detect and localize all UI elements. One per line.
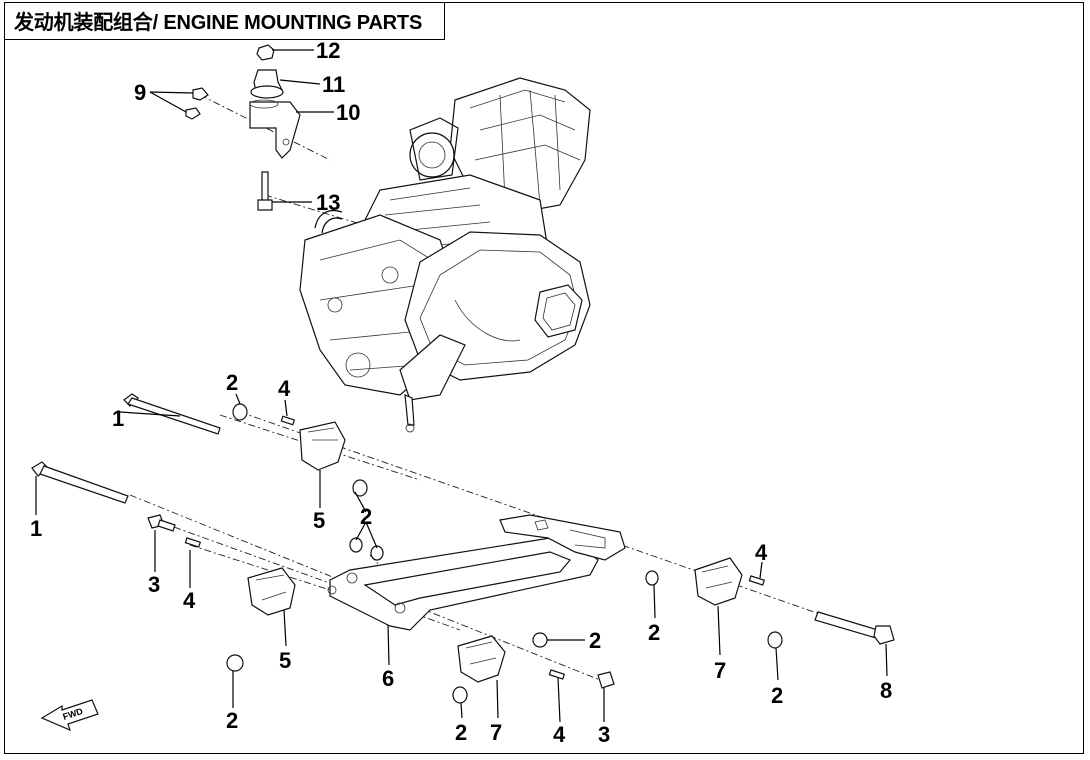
callout-5: 5 xyxy=(313,508,325,533)
callout-4: 4 xyxy=(553,722,566,747)
upper-mount-parts xyxy=(185,44,301,211)
callout-7: 7 xyxy=(714,658,726,683)
callout-8: 8 xyxy=(880,678,892,703)
callout-2: 2 xyxy=(226,370,238,395)
callout-numbers: 12 11 10 9 13 2 4 1 1 5 2 3 4 5 2 6 2 2 … xyxy=(30,38,892,747)
engine-assembly xyxy=(299,77,591,433)
rubber-mounts xyxy=(247,421,743,683)
callout-13: 13 xyxy=(316,190,340,215)
leader-lines xyxy=(35,49,888,723)
diagram-title: 发动机装配组合/ ENGINE MOUNTING PARTS xyxy=(4,2,446,40)
callout-1: 1 xyxy=(112,406,124,431)
callout-3: 3 xyxy=(148,572,160,597)
callout-10: 10 xyxy=(336,100,360,125)
callout-6: 6 xyxy=(382,666,394,691)
callout-9: 9 xyxy=(134,80,146,105)
callout-11: 11 xyxy=(322,72,345,97)
diagram-frame xyxy=(4,2,1084,754)
callout-3: 3 xyxy=(598,722,610,747)
callout-7: 7 xyxy=(490,720,502,745)
callout-1: 1 xyxy=(30,516,42,541)
callout-5: 5 xyxy=(279,648,291,673)
callout-4: 4 xyxy=(755,540,768,565)
fwd-direction-icon: FWD xyxy=(40,699,99,732)
callout-12: 12 xyxy=(316,38,340,63)
callout-2: 2 xyxy=(648,620,660,645)
small-hardware xyxy=(147,403,783,704)
callout-2: 2 xyxy=(226,708,238,733)
callout-2: 2 xyxy=(455,720,467,745)
engine-subframe xyxy=(327,514,626,631)
callout-4: 4 xyxy=(278,376,291,401)
callout-2: 2 xyxy=(771,683,783,708)
callout-4: 4 xyxy=(183,588,196,613)
callout-2: 2 xyxy=(360,504,372,529)
callout-2: 2 xyxy=(589,628,601,653)
